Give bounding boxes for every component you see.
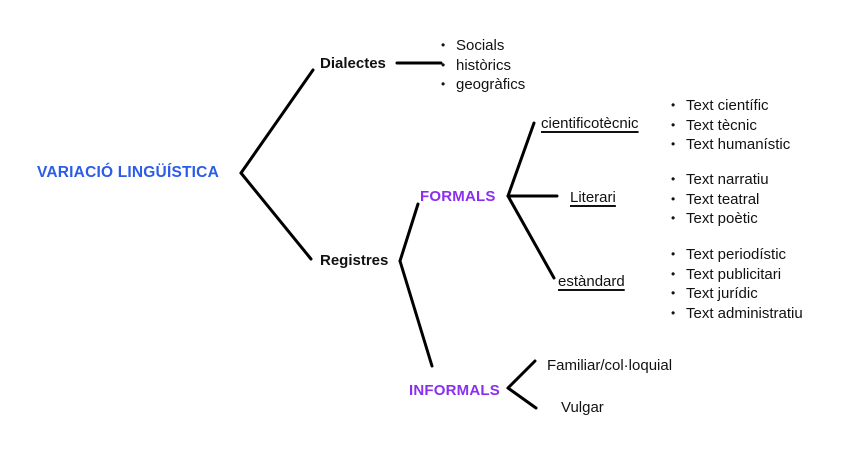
estandard-item-list: Text periodístic Text publicitari Text j… <box>671 245 803 323</box>
node-literari: Literari <box>570 189 616 206</box>
node-vulgar: Vulgar <box>561 399 604 416</box>
list-item: Text humanístic <box>671 135 790 155</box>
list-item: Text científic <box>671 96 790 116</box>
list-item: històrics <box>441 56 525 76</box>
list-item: Text poètic <box>671 209 769 229</box>
edge-informals-vulgar <box>506 386 538 410</box>
node-registres: Registres <box>320 252 389 269</box>
node-dialectes: Dialectes <box>320 55 386 72</box>
list-item: Text publicitari <box>671 265 803 285</box>
node-familiar-colloquial: Familiar/col·loquial <box>547 357 673 374</box>
edge-informals-familiar <box>506 359 537 390</box>
list-item: Text narratiu <box>671 170 769 190</box>
node-estandard: estàndard <box>558 273 625 290</box>
edge-root-registres <box>239 171 313 261</box>
list-item: Text administratiu <box>671 304 803 324</box>
edge-root-dialectes <box>239 68 315 175</box>
list-item: Text teatral <box>671 190 769 210</box>
node-informals: INFORMALS <box>409 382 500 399</box>
node-formals: FORMALS <box>420 188 496 205</box>
list-item: Socials <box>441 36 525 56</box>
edge-formals-estandard <box>506 194 556 280</box>
list-item: Text jurídic <box>671 284 803 304</box>
list-item: geogràfics <box>441 75 525 95</box>
literari-item-list: Text narratiu Text teatral Text poètic <box>671 170 769 229</box>
list-item: Text periodístic <box>671 245 803 265</box>
edge-formals-cientificotecnic <box>506 121 536 198</box>
edge-registres-informals <box>398 259 434 368</box>
edge-registres-formals <box>398 202 420 263</box>
node-cientificotecnic: cientificotècnic <box>541 115 639 132</box>
list-item: Text tècnic <box>671 116 790 136</box>
root-node-label: VARIACIÓ LINGÜÍSTICA <box>37 164 219 181</box>
cientificotecnic-item-list: Text científic Text tècnic Text humaníst… <box>671 96 790 155</box>
dialectes-item-list: Socials històrics geogràfics <box>441 36 525 95</box>
